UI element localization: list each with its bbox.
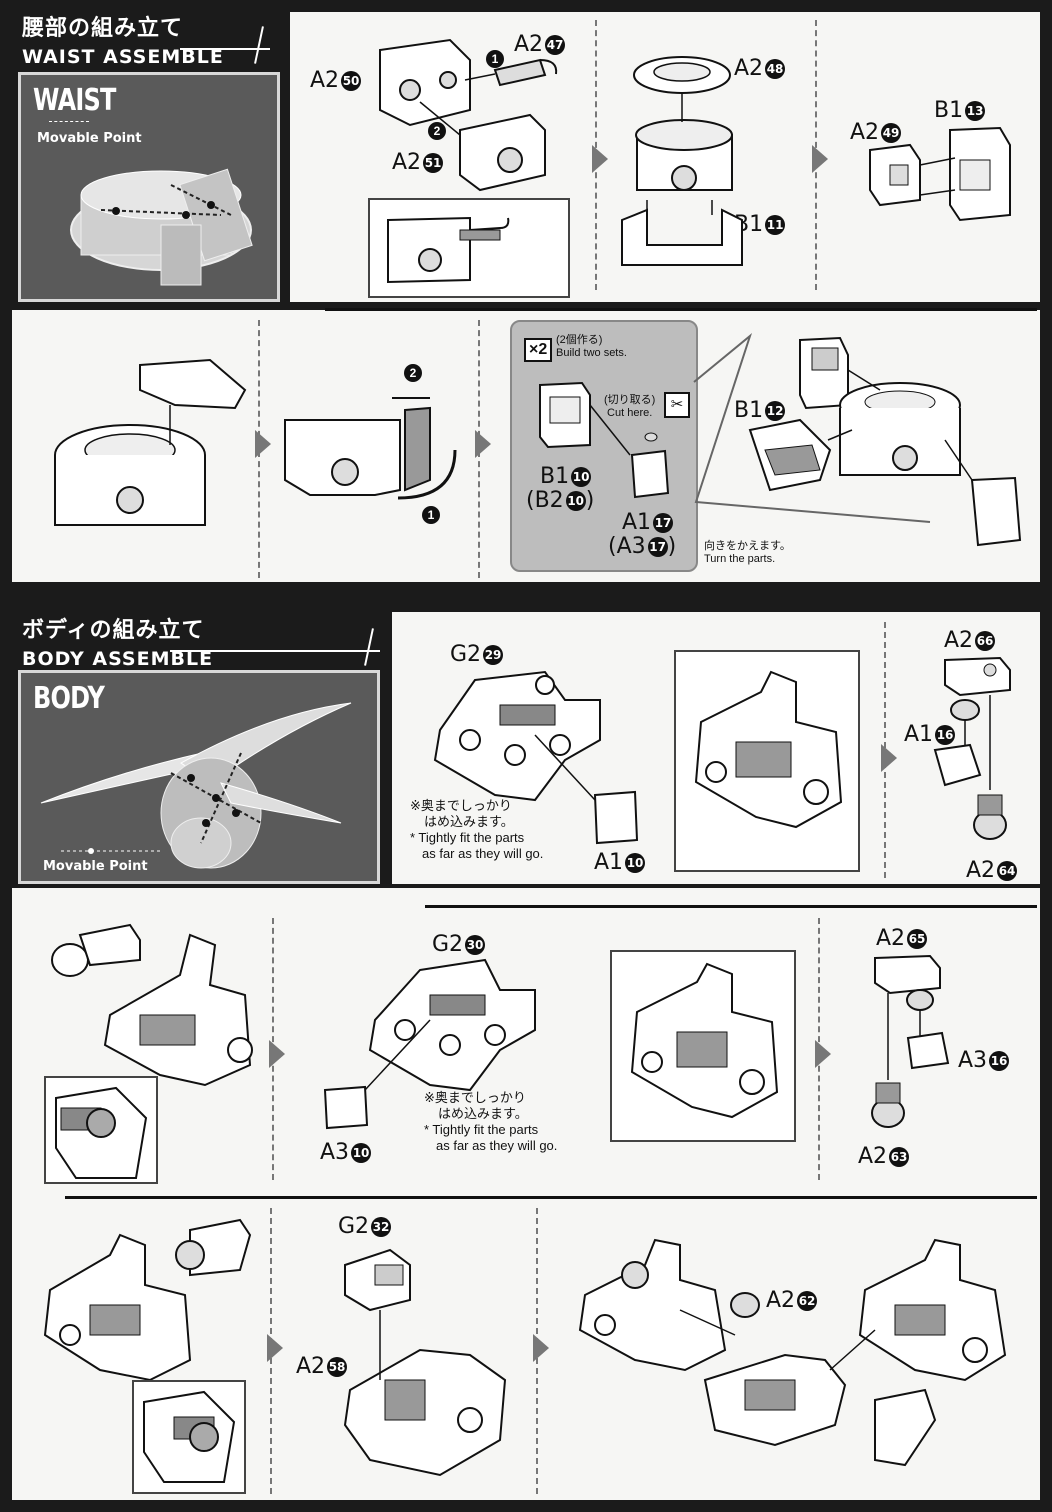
- cut-here-note: (切り取る)Cut here.: [604, 394, 656, 419]
- title-underline: [170, 650, 380, 652]
- step-number: 1: [422, 506, 440, 524]
- waist-thumbnail: WAIST Movable Point: [18, 72, 280, 302]
- waist-step-f-drawing: [748, 336, 1022, 547]
- section-divider: [425, 905, 1037, 908]
- body-thumb-drawing: [40, 702, 352, 869]
- nipper-icon: ✂: [664, 392, 690, 418]
- body-step-a-drawing: [433, 670, 639, 845]
- body-step-e-drawing: [871, 954, 950, 1128]
- next-step-arrow: [592, 145, 608, 173]
- waist-step-e-drawing: [284, 397, 457, 500]
- waist-section-title: 腰部の組み立て WAIST ASSEMBLE: [22, 10, 224, 68]
- step-number: 2: [428, 122, 446, 140]
- title-slash: [364, 628, 374, 666]
- waist-title-jp: 腰部の組み立て: [22, 16, 184, 41]
- body-step-d-drawing: [323, 958, 536, 1130]
- waist-title-en: WAIST ASSEMBLE: [22, 46, 224, 68]
- body-inset-d: [132, 1380, 246, 1494]
- next-step-arrow: [255, 430, 271, 458]
- next-step-arrow: [267, 1334, 283, 1362]
- title-slash: [254, 26, 264, 64]
- body-step-f-drawing: [43, 1218, 252, 1382]
- label-dash: [49, 121, 89, 123]
- next-step-arrow: [533, 1334, 549, 1362]
- build-two-count: ×2: [524, 338, 553, 362]
- body-inset-c: [610, 950, 796, 1142]
- body-section-title: ボディの組み立て BODY ASSEMBLE: [22, 612, 213, 670]
- body-step-c-drawing: [51, 923, 253, 1087]
- body-title-jp: ボディの組み立て: [22, 618, 205, 643]
- waist-part-b-drawing: [621, 56, 743, 266]
- waist-inset-detail: [368, 198, 570, 298]
- next-step-arrow: [812, 145, 828, 173]
- callout-parts-drawing: [539, 381, 670, 499]
- body-movable-label: Movable Point: [43, 859, 148, 874]
- body-step-b-drawing: [933, 656, 1011, 840]
- waist-part-c-drawing: [869, 126, 1011, 222]
- body-step-g-drawing: [343, 1248, 507, 1477]
- next-step-arrow: [475, 430, 491, 458]
- waist-thumb-label: WAIST: [33, 83, 116, 118]
- next-step-arrow: [269, 1040, 285, 1068]
- body-inset-b: [44, 1076, 158, 1184]
- build-two-note: (2個作る)Build two sets.: [556, 334, 627, 359]
- waist-thumb-drawing: [70, 168, 253, 286]
- turn-parts-note: 向きをかえます。Turn the parts.: [704, 540, 791, 565]
- step-number: 2: [404, 364, 422, 382]
- body-thumbnail: BODY Movable Point: [18, 670, 380, 884]
- title-underline: [180, 48, 270, 50]
- callout-leader: [693, 333, 931, 523]
- waist-step-d-drawing: [54, 358, 247, 526]
- step-number: 1: [486, 50, 504, 68]
- section-divider: [325, 308, 1037, 311]
- waist-movable-label: Movable Point: [37, 131, 142, 146]
- body-title-en: BODY ASSEMBLE: [22, 648, 214, 670]
- next-step-arrow: [881, 744, 897, 772]
- body-step-h-drawing: [578, 1238, 1007, 1467]
- next-step-arrow: [815, 1040, 831, 1068]
- body-inset-a: [674, 650, 860, 872]
- body-thumb-label: BODY: [33, 681, 105, 716]
- section-divider: [65, 1196, 1037, 1199]
- waist-part-a-drawing: [379, 38, 558, 192]
